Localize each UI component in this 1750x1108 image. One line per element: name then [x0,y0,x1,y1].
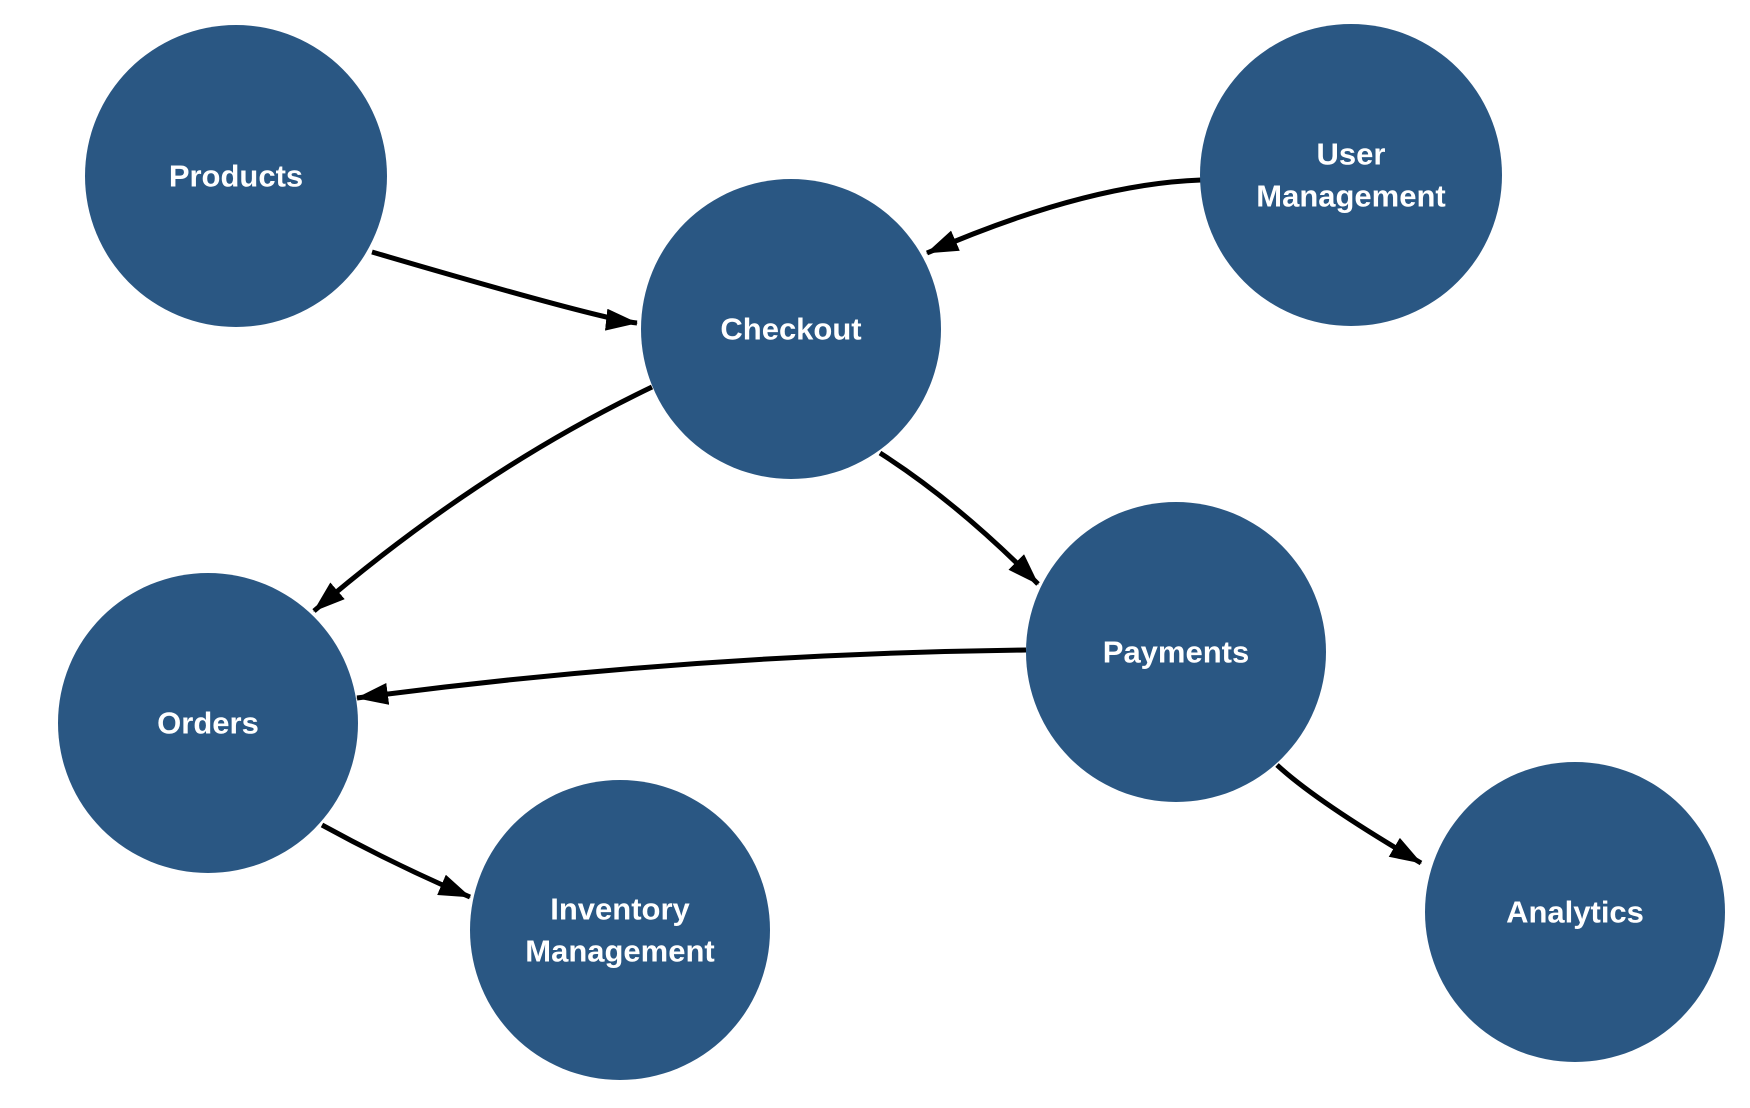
node-products-circle[interactable] [85,25,387,327]
node-analytics[interactable]: Analytics [1425,762,1725,1062]
edge-orders-to-inventory-management [320,822,471,900]
node-analytics-circle[interactable] [1425,762,1725,1062]
node-products[interactable]: Products [85,25,387,327]
node-checkout[interactable]: Checkout [641,179,941,479]
node-orders-label: Orders [157,706,259,741]
edge-checkout-to-orders [312,384,654,613]
edge-payments-to-orders [356,647,1027,705]
node-payments-label: Payments [1103,635,1249,670]
node-payments-circle[interactable] [1026,502,1326,802]
edge-products-to-checkout [371,249,638,331]
edge-checkout-to-payments [878,450,1040,586]
node-analytics-label: Analytics [1506,895,1644,930]
node-orders-circle[interactable] [58,573,358,873]
node-checkout-circle[interactable] [641,179,941,479]
node-products-label: Products [169,159,303,194]
node-orders[interactable]: Orders [58,573,358,873]
node-payments[interactable]: Payments [1026,502,1326,802]
node-checkout-label: Checkout [720,312,861,347]
edge-user-management-to-checkout [926,177,1202,256]
node-user-management-circle[interactable] [1200,24,1502,326]
node-inventory-management-circle[interactable] [470,780,770,1080]
edge-payments-to-analytics [1275,763,1423,866]
